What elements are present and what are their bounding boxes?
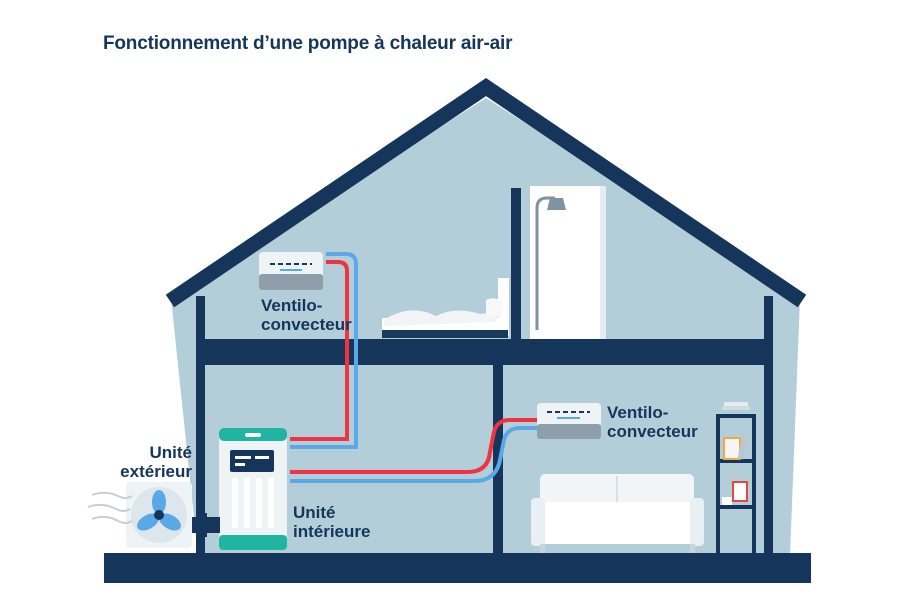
right-wall [764, 296, 773, 556]
pipes-lower [290, 418, 538, 483]
outdoor-connector [190, 513, 220, 537]
bookshelf-icon [716, 402, 756, 553]
roof [165, 77, 807, 308]
floor-slab [196, 339, 773, 365]
ground-slab [104, 553, 811, 583]
lower-ventilo-unit [537, 403, 601, 439]
left-wall [196, 296, 205, 556]
indoor-unit [219, 428, 287, 550]
bed-icon [382, 278, 509, 338]
label-ventilo-upper: Ventilo-convecteur [261, 296, 352, 334]
shower-head-icon [535, 196, 566, 330]
shower-wall [530, 186, 606, 339]
label-ventilo-lower: Ventilo-convecteur [607, 403, 698, 441]
diagram-title: Fonctionnement d’une pompe à chaleur air… [103, 33, 513, 54]
fan-icon [137, 490, 181, 531]
pipes-upper [290, 252, 358, 449]
upper-partition [511, 188, 521, 340]
outdoor-unit [126, 482, 192, 548]
wind-icon [87, 491, 133, 524]
sofa-icon [531, 474, 704, 553]
upper-ventilo-unit [259, 252, 323, 290]
